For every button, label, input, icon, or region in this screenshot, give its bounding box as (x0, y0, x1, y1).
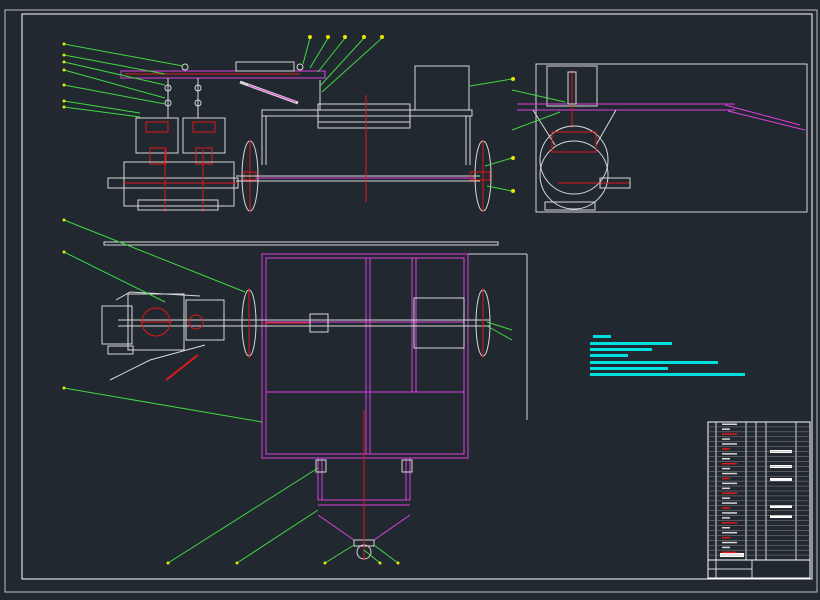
leader-balloon (323, 561, 327, 565)
title-block (707, 421, 811, 579)
parts-list-entry (722, 522, 737, 524)
leader-balloon (62, 250, 66, 254)
technical-notes (590, 335, 745, 376)
gripper-assembly (107, 117, 239, 212)
parts-list-entry (722, 467, 730, 470)
end-view (517, 63, 808, 213)
parts-list-entry (722, 512, 737, 514)
parts-list-entry (722, 443, 737, 445)
parts-list-entry (722, 517, 730, 519)
parts-list-entry (722, 482, 737, 485)
side-wheel-right (469, 140, 492, 212)
side-view-balloons (308, 35, 515, 193)
parts-list-entry (722, 487, 730, 490)
parts-list-entry (722, 433, 737, 435)
plan-wheel-left (241, 288, 257, 358)
leader-balloon (166, 561, 170, 565)
parts-list-entry (722, 531, 737, 534)
leader-balloon (62, 53, 66, 57)
parts-list-entry (722, 502, 737, 504)
parts-list-entry (722, 448, 730, 450)
side-view (107, 61, 492, 212)
parts-list-entry (722, 536, 730, 539)
leader-balloon (62, 83, 66, 87)
parts-list-entry (722, 497, 730, 499)
parts-list-entry (722, 472, 737, 475)
outer-border (4, 9, 818, 593)
leader-balloon (62, 386, 66, 390)
leader-balloon (235, 561, 239, 565)
end-view-leaders (511, 89, 566, 131)
plan-wheel-right (475, 288, 491, 358)
parts-list-entry (722, 541, 737, 544)
funnel-hopper (315, 410, 413, 560)
parts-list-entry (722, 546, 730, 549)
end-view-frame (535, 63, 808, 213)
parts-list-entry (722, 423, 737, 425)
leader-balloon (378, 561, 382, 565)
parts-list-entry (722, 438, 730, 440)
plan-view (101, 241, 528, 560)
leader-balloon (62, 42, 66, 46)
parts-list-entry (722, 462, 737, 465)
leader-balloon (62, 218, 66, 222)
frame-grid (261, 253, 469, 459)
leader-balloon (396, 561, 400, 565)
leader-balloon (62, 68, 66, 72)
parts-list-entry (722, 507, 730, 509)
plan-view-leaders (63, 219, 513, 564)
leader-balloon (62, 60, 66, 64)
parts-list-entry (722, 428, 730, 430)
parts-list-entry (722, 551, 737, 554)
leader-balloon (62, 99, 66, 103)
control-box (414, 65, 470, 111)
inner-border (21, 13, 813, 580)
leader-balloon (62, 105, 66, 109)
parts-list-entry (722, 527, 730, 529)
parts-list-entry (722, 453, 737, 455)
parts-list-entry (722, 492, 737, 494)
side-view-leaders (63, 37, 513, 192)
parts-list-entry (722, 477, 730, 480)
plan-gripper (101, 291, 225, 381)
parts-list-entry (722, 458, 730, 460)
